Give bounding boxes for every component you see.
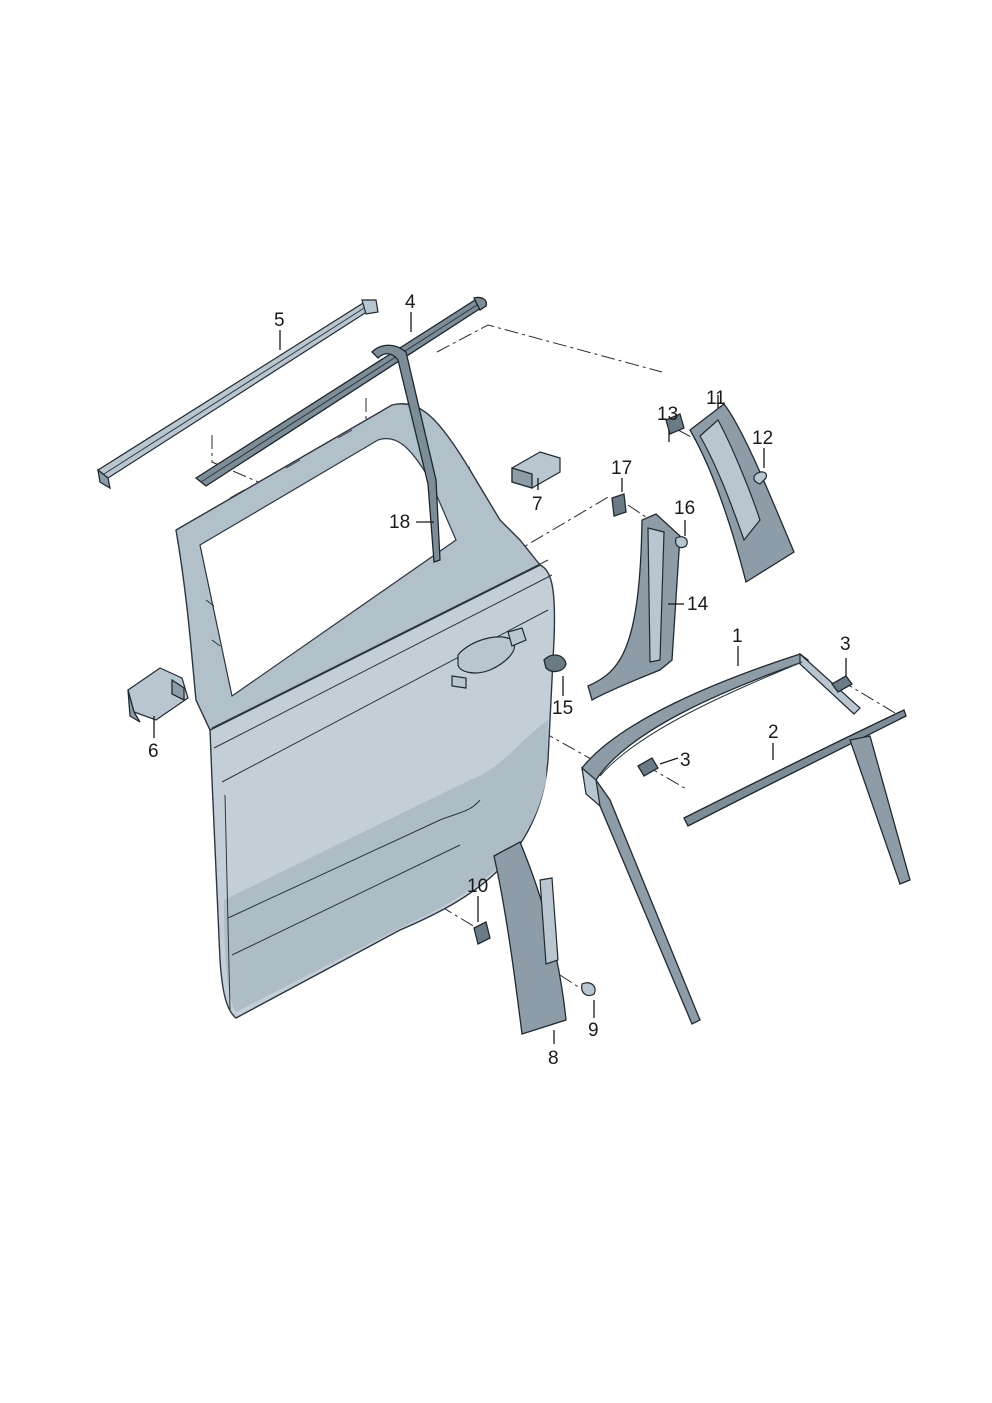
window-frame-trim [581, 652, 861, 1025]
door-shell [175, 403, 556, 1019]
callout-4: 4 [405, 292, 416, 313]
callout-7: 7 [532, 494, 543, 515]
window-seal-inner [194, 296, 488, 487]
handle-bracket [511, 451, 561, 489]
callout-5: 5 [274, 310, 285, 331]
callout-18: 18 [389, 512, 410, 533]
clip-upper [831, 675, 853, 693]
pillar-trim [543, 493, 688, 701]
callout-16: 16 [674, 498, 695, 519]
clip-lower [637, 757, 659, 777]
window-seal-outer [96, 299, 379, 490]
callout-13: 13 [657, 404, 678, 425]
callout-15: 15 [552, 698, 573, 719]
callout-2: 2 [768, 722, 779, 743]
callout-3-lower: 3 [680, 750, 691, 771]
callout-1: 1 [732, 626, 743, 647]
callout-11: 11 [706, 388, 726, 409]
callout-8: 8 [548, 1048, 559, 1069]
upper-cover [665, 403, 795, 584]
callout-9: 9 [588, 1020, 599, 1041]
window-guide-seal [371, 344, 441, 563]
callout-17: 17 [611, 458, 632, 479]
callout-10: 10 [467, 876, 488, 897]
callout-12: 12 [752, 428, 773, 449]
callout-3-upper: 3 [840, 634, 851, 655]
callout-labels: 1 2 3 3 4 5 6 7 8 9 10 11 12 13 14 15 16… [148, 292, 851, 1069]
trim-strip [683, 709, 911, 885]
callout-14: 14 [687, 594, 709, 615]
lower-cover [473, 841, 596, 1035]
leader-lines [153, 312, 847, 1044]
guide-piece [127, 667, 189, 723]
callout-6: 6 [148, 741, 159, 762]
